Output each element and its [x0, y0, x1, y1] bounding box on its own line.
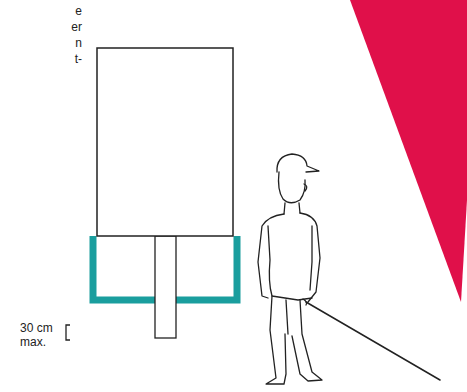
dimension-label: 30 cm [20, 321, 53, 335]
red-wedge [350, 0, 467, 302]
dimension-bracket [66, 325, 70, 340]
caption-fragment: n [75, 36, 82, 50]
dimension-label: max. [20, 335, 46, 349]
sign-panel [97, 48, 233, 236]
post [155, 236, 176, 338]
caption-fragment: t- [75, 52, 82, 66]
sign-with-base [93, 48, 237, 338]
pedestrian-with-cane [258, 154, 440, 384]
caption-fragment: e [75, 4, 82, 18]
caption-fragment: er [71, 20, 82, 34]
